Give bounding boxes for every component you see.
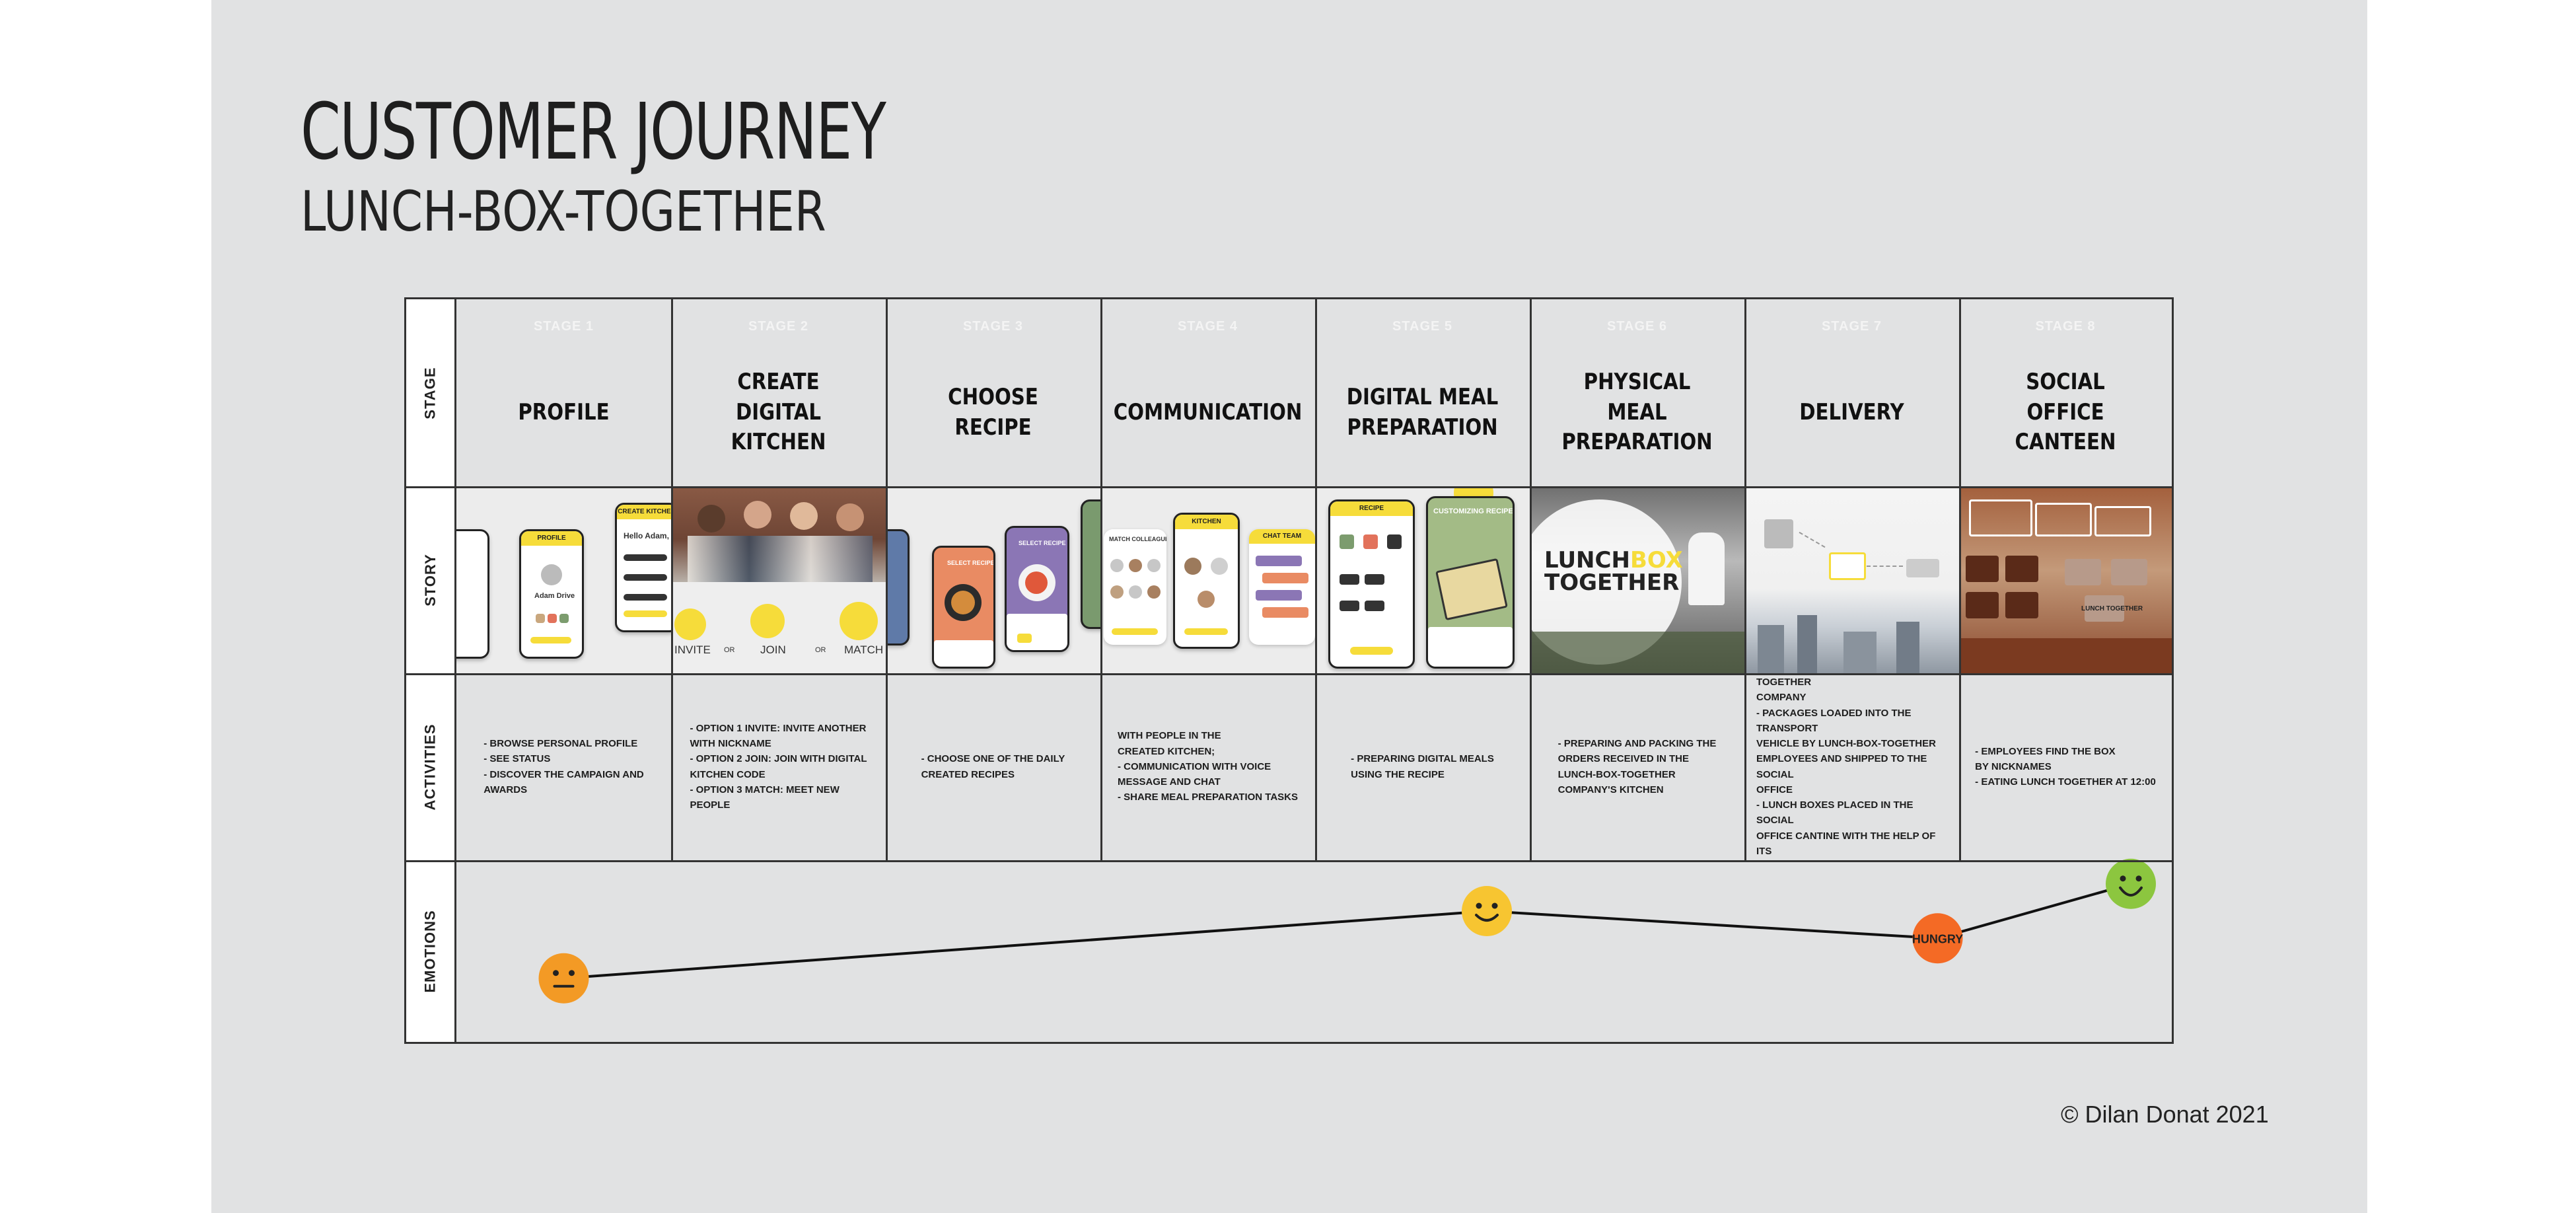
activity-item: - DISCOVER THE CAMPAIGN AND AWARDS: [483, 768, 644, 795]
phone-mockup-kitchen: KITCHEN: [1173, 513, 1240, 649]
stage-name: PROFILE: [518, 398, 610, 425]
row-label-emotions: EMOTIONS: [406, 860, 456, 1042]
activity-item: - COMMUNICATION WITH VOICE MESSAGE AND C…: [1117, 760, 1271, 788]
story-image-delivery: [1744, 486, 1959, 673]
activity-item: - MEALS PACKED AT LUNCH-BOX-TOGETHER COM…: [1756, 677, 1812, 704]
stage-name: DELIVERY: [1799, 398, 1904, 425]
phone-mockup-customizing: CUSTOMIZING RECIPE: [1426, 496, 1515, 669]
match-label: MATCH: [844, 643, 884, 656]
stage-name: SOCIAL OFFICE CANTEEN: [2015, 368, 2116, 456]
stage-name: COMMUNICATION: [1113, 398, 1303, 425]
emotion-face-neutral: [538, 953, 589, 1004]
stage-cell-2: STAGE 2 CREATE DIGITAL KITCHEN: [671, 299, 886, 486]
stage-number: STAGE 5: [1392, 319, 1453, 334]
phone-mockup-recipe: SELECT RECIPE: [932, 546, 995, 669]
stage-number: STAGE 3: [962, 319, 1024, 334]
story-image-create-kitchen: INVITE OR JOIN OR MATCH: [671, 486, 886, 673]
activity-item: - LUNCH BOXES PLACED IN THE SOCIAL OFFIC…: [1756, 799, 1936, 857]
activity-item: - SHARE MEAL PREPARATION TASKS: [1117, 791, 1299, 803]
stage-cell-1: STAGE 1 PROFILE: [456, 299, 671, 486]
activity-item: WITH PEOPLE IN THE CREATED KITCHEN;: [1117, 730, 1221, 757]
row-label-activities: ACTIVITIES: [406, 673, 456, 860]
story-image-communication: MATCH COLLEAGUE KITCHEN CHAT TEAM: [1100, 486, 1315, 673]
activity-item: - OPTION 3 MATCH: MEET NEW PEOPLE: [690, 784, 840, 811]
page-subtitle: LUNCH-BOX-TOGETHER: [301, 179, 826, 244]
stage-number: STAGE 2: [748, 319, 809, 334]
activity-cell-1: - BROWSE PERSONAL PROFILE - SEE STATUS - D…: [456, 673, 671, 860]
avatar: [541, 564, 562, 585]
stage-name: PHYSICAL MEAL PREPARATION: [1561, 368, 1713, 456]
emotion-face-very-happy: [2106, 858, 2156, 909]
stage-name: CREATE DIGITAL KITCHEN: [731, 368, 826, 456]
activity-cell-3: - CHOOSE ONE OF THE DAILY CREATED RECIPE…: [886, 673, 1100, 860]
activity-item: - OPTION 1 INVITE: INVITE ANOTHER WITH N…: [690, 722, 867, 749]
activity-item: - EMPLOYEES FIND THE BOX BY NICKNAMES: [1975, 745, 2116, 772]
truck-icon: [1906, 559, 1939, 577]
stage-cell-8: STAGE 8 SOCIAL OFFICE CANTEEN: [1959, 299, 2172, 486]
story-image-choose-recipe: SELECT RECIPE SELECT RECIPE: [886, 486, 1100, 673]
phone-mockup: [456, 529, 489, 659]
activity-cell-8: - EMPLOYEES FIND THE BOX BY NICKNAMES - E…: [1959, 673, 2172, 860]
activity-item: - OPTION 2 JOIN: JOIN WITH DIGITAL KITCH…: [690, 753, 867, 780]
row-label-story: STORY: [406, 486, 456, 673]
stage-number: STAGE 7: [1821, 319, 1882, 334]
activity-item: - PREPARING AND PACKING THE ORDERS RECEI…: [1557, 738, 1717, 795]
stage-cell-3: STAGE 3 CHOOSE RECIPE: [886, 299, 1100, 486]
stage-cell-5: STAGE 5 DIGITAL MEAL PREPARATION: [1315, 299, 1530, 486]
phone-mockup-create-kitchen: CREATE KITCHEN Hello Adam,: [615, 503, 671, 632]
journey-grid: STAGE STORY ACTIVITIES EMOTIONS STAGE 1 …: [404, 297, 2174, 1044]
building-icon: [1764, 519, 1793, 548]
stage-number: STAGE 4: [1177, 319, 1238, 334]
activity-item: - CHOOSE ONE OF THE DAILY CREATED RECIPE…: [921, 753, 1065, 780]
phone-mockup-chat: CHAT TEAM: [1249, 529, 1315, 645]
brand-logo: LUNCHBOX TOGETHER: [1544, 547, 1683, 596]
row-label-stage: STAGE: [406, 299, 456, 486]
stage-cell-4: STAGE 4 COMMUNICATION: [1100, 299, 1315, 486]
activity-item: - PACKAGES LOADED INTO THE TRANSPORT VEH…: [1756, 707, 1936, 795]
activity-cell-5: - PREPARING DIGITAL MEALS USING THE RECI…: [1315, 673, 1530, 860]
emotion-line: [563, 882, 2131, 980]
phone-mockup-match: MATCH COLLEAGUE: [1104, 529, 1166, 645]
stage-cell-6: STAGE 6 PHYSICAL MEAL PREPARATION: [1530, 299, 1744, 486]
stage-cell-7: STAGE 7 DELIVERY: [1744, 299, 1959, 486]
activity-item: - EATING LUNCH TOGETHER AT 12:00: [1975, 776, 2156, 788]
emotion-label: HUNGRY: [1912, 932, 1963, 945]
invite-label: INVITE: [674, 643, 711, 656]
team-photo: [671, 486, 886, 582]
activity-cell-6: - PREPARING AND PACKING THE ORDERS RECEI…: [1530, 673, 1744, 860]
story-image-digital-meal: RECIPE CUSTOMIZING RECIPE: [1315, 486, 1530, 673]
activity-cell-2: - OPTION 1 INVITE: INVITE ANOTHER WITH N…: [671, 673, 886, 860]
activity-item: - PREPARING DIGITAL MEALS USING THE RECI…: [1351, 753, 1494, 780]
phone-mockup-recipe-select: SELECT RECIPE: [1005, 526, 1069, 652]
activity-cell-7: - MEALS PACKED AT LUNCH-BOX-TOGETHER COM…: [1744, 673, 1959, 860]
phone-mockup-recipe-list: RECIPE: [1328, 499, 1415, 669]
activity-item: - SEE STATUS: [483, 753, 551, 765]
story-image-kitchen-photo: LUNCHBOX TOGETHER: [1530, 486, 1744, 673]
stage-number: STAGE 8: [2035, 319, 2096, 334]
stage-name: CHOOSE RECIPE: [948, 383, 1038, 441]
activity-item: - BROWSE PERSONAL PROFILE: [483, 738, 638, 749]
story-image-profile: PROFILE Adam Drive CREATE KITCHEN Hello …: [456, 486, 671, 673]
stage-number: STAGE 1: [533, 319, 594, 334]
lunch-box-icon: [1829, 552, 1866, 580]
stage-name: DIGITAL MEAL PREPARATION: [1346, 383, 1499, 441]
phone-mockup-profile: PROFILE Adam Drive: [519, 529, 584, 659]
page-title: CUSTOMER JOURNEY: [301, 86, 886, 177]
stage-number: STAGE 6: [1606, 319, 1668, 334]
join-label: JOIN: [760, 643, 786, 656]
emotion-face-happy: [1462, 886, 1512, 936]
story-image-canteen: LUNCH TOGETHER: [1959, 486, 2172, 673]
emotion-face-hungry: HUNGRY: [1912, 913, 1963, 964]
activity-cell-4: WITH PEOPLE IN THE CREATED KITCHEN; - COM…: [1100, 673, 1315, 860]
copyright-text: © Dilan Donat 2021: [2061, 1101, 2269, 1128]
